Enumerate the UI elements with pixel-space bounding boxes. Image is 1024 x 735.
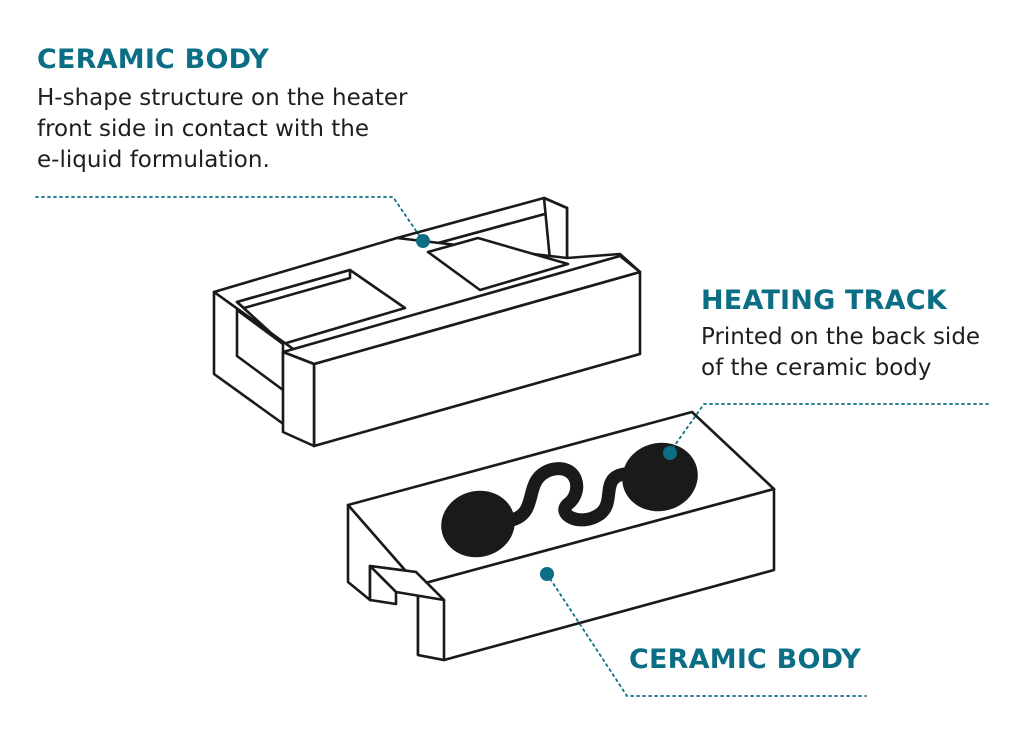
callout-heating-track-line-2: of the ceramic body xyxy=(701,355,932,381)
leader-heating-track xyxy=(669,403,989,453)
callout-top-line-2: front side in contact with the xyxy=(37,116,369,142)
leader-bottom xyxy=(546,573,867,697)
callout-top-description: H-shape structure on the heater front si… xyxy=(37,83,407,176)
callout-top-title: CERAMIC BODY xyxy=(37,44,270,75)
callout-bottom-title: CERAMIC BODY xyxy=(629,644,862,675)
front-rail-side xyxy=(281,350,316,448)
callout-heating-track-title: HEATING TRACK xyxy=(701,285,947,316)
callout-top-line-3: e-liquid formulation. xyxy=(37,147,270,173)
ceramic-body-front-block xyxy=(212,196,642,448)
back-block-slot-inner xyxy=(368,564,398,606)
leader-dot-heating-track xyxy=(663,446,677,460)
track-serpentine xyxy=(505,462,631,527)
callout-heating-track-line-1: Printed on the back side xyxy=(701,324,981,350)
heating-track xyxy=(441,442,698,558)
left-cavity-wall xyxy=(235,268,352,310)
leader-top xyxy=(35,196,424,242)
right-cavity-floor xyxy=(426,236,570,292)
leader-dot-top xyxy=(416,234,430,248)
callout-top-line-1: H-shape structure on the heater xyxy=(37,85,408,111)
track-pad-left xyxy=(441,490,515,558)
ceramic-body-back-block xyxy=(346,410,776,662)
track-pad-right xyxy=(622,442,698,512)
callout-heating-track-description: Printed on the back side of the ceramic … xyxy=(701,322,980,384)
leader-dot-bottom xyxy=(540,567,554,581)
